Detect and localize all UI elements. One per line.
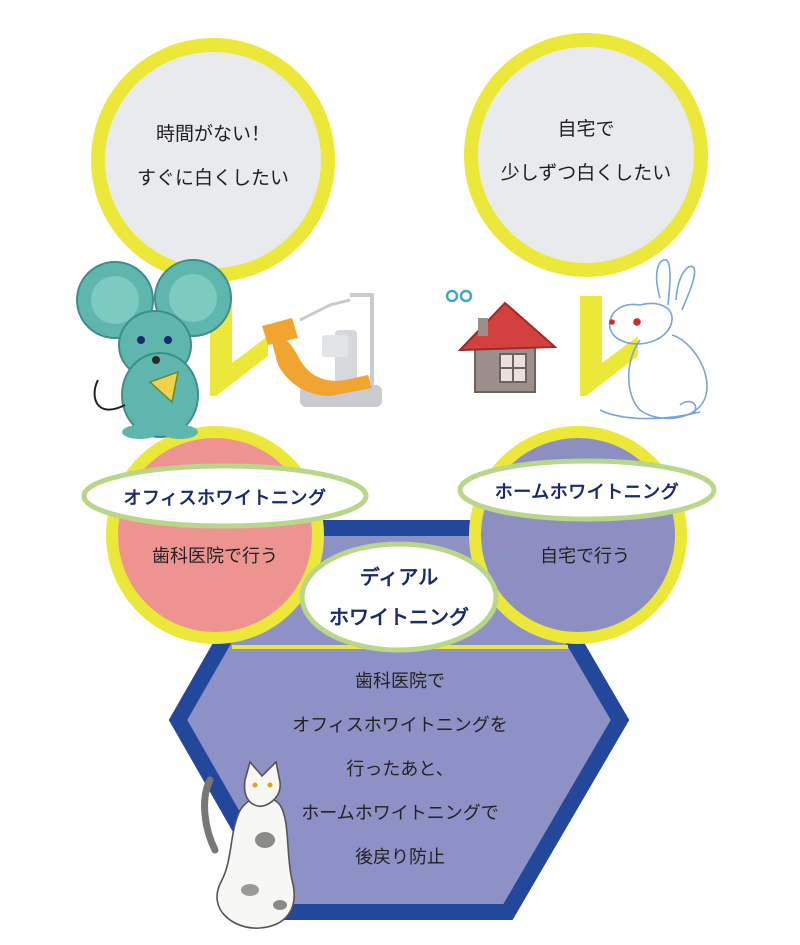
left-check-arrow: [210, 297, 268, 396]
home-subtitle: 自宅で行う: [540, 546, 630, 567]
dual-title-line-2: ホワイトニング: [329, 605, 469, 629]
home-title: ホームホワイトニング: [494, 482, 680, 503]
office-pill: [81, 463, 369, 529]
dual-title-line-1: ディアル: [359, 565, 439, 589]
home-pill: [457, 458, 717, 522]
dual-description: 歯科医院で オフィスホワイトニングを 行ったあと、 ホームホワイトニングで 後戻…: [260, 660, 540, 880]
office-subtitle: 歯科医院で行う: [152, 546, 278, 567]
office-circle: [106, 426, 324, 644]
cat-illustration: [201, 760, 295, 929]
right-bubble-line-2: 少しずつ白くしたい: [500, 162, 672, 184]
dual-desc-line-3: 行ったあと、: [346, 759, 454, 780]
left-bubble-text: 時間がない！ すぐに白くしたい: [113, 112, 313, 200]
right-bubble: [464, 33, 708, 277]
dual-desc-line-2: オフィスホワイトニングを: [292, 715, 508, 736]
right-check-arrow: [580, 296, 638, 396]
rabbit-illustration: [599, 259, 708, 420]
mouse-illustration: [76, 259, 232, 439]
house-illustration: [445, 289, 558, 393]
right-bubble-text: 自宅で 少しずつ白くしたい: [486, 107, 686, 195]
dental-chair-illustration: [262, 293, 382, 407]
dual-title: ディアル ホワイトニング: [309, 557, 489, 637]
dual-desc-line-1: 歯科医院で: [355, 671, 445, 692]
right-bubble-line-1: 自宅で: [557, 118, 615, 140]
dual-pill: [299, 541, 499, 653]
dual-desc-line-4: ホームホワイトニングで: [301, 803, 499, 824]
left-bubble-line-1: 時間がない！: [155, 123, 270, 145]
office-title: オフィスホワイトニング: [123, 488, 327, 509]
dual-desc-line-5: 後戻り防止: [355, 847, 445, 868]
left-bubble-line-2: すぐに白くしたい: [136, 167, 289, 189]
